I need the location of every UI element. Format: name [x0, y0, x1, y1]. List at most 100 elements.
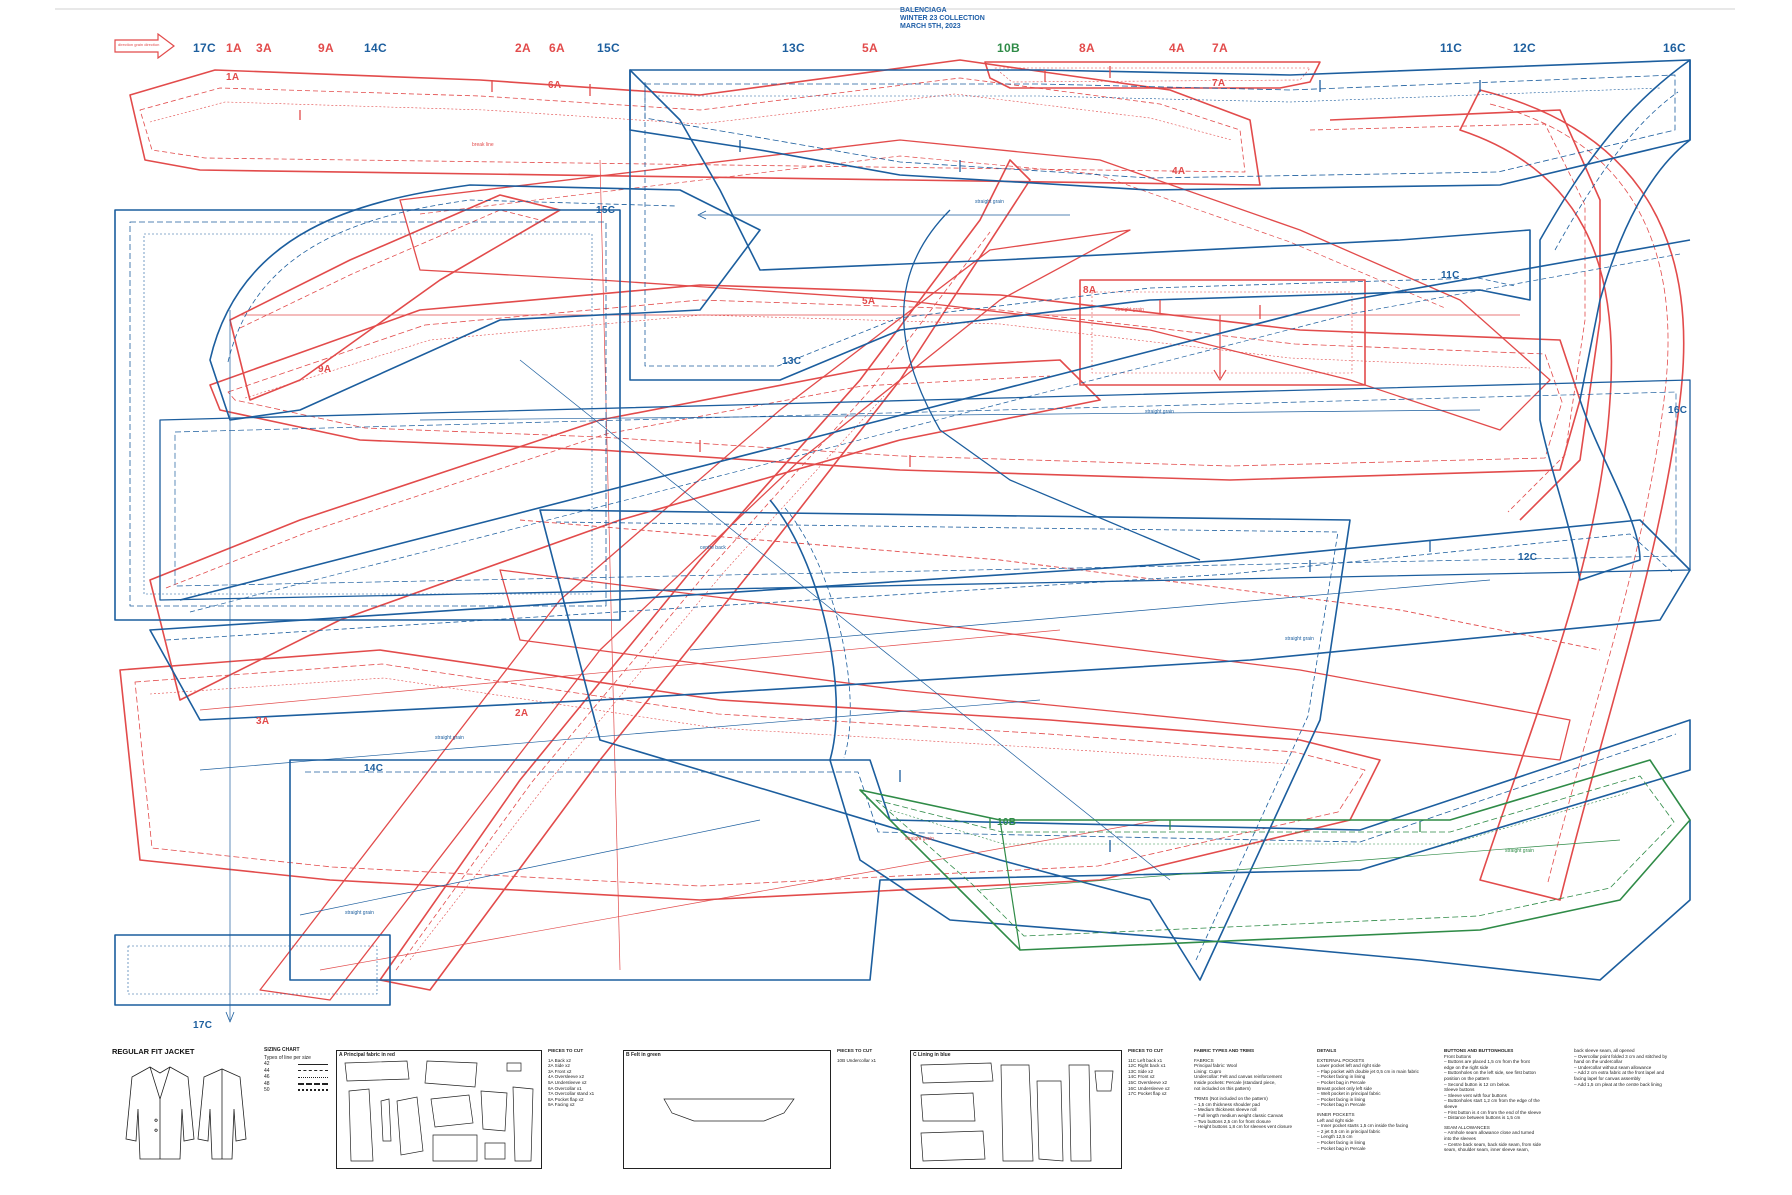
top-label-15c: 15C	[597, 41, 620, 55]
buttons-line: – Buttonholes on the left side, see firs…	[1444, 1070, 1536, 1076]
piece-label-9a: 9A	[318, 364, 332, 375]
pattern-legend: REGULAR FIT JACKET SIZING CHART Types of…	[112, 1045, 1752, 1195]
grain-label: straight grain	[905, 836, 934, 842]
buttons-line: – Second button is 12 cm below.	[1444, 1081, 1511, 1087]
piece-label-15c: 15C	[596, 205, 616, 216]
buttons-and-buttonholes: BUTTONS AND BUTTONHOLES Front buttons – …	[1444, 1048, 1569, 1153]
piece-item: 5A Undersleeve x2	[548, 1079, 587, 1085]
buttons-line: seam, shoulder seam, inner sleeve seam,	[1444, 1147, 1530, 1153]
pieces-to-cut-b: PIECES TO CUT 10B Undercollar x1	[837, 1048, 876, 1063]
buttons-line: edge on the right side	[1444, 1064, 1489, 1070]
fabric-types-heading: FABRIC TYPES AND TRIMS	[1194, 1048, 1255, 1053]
top-label-11c: 11C	[1440, 41, 1463, 55]
details-line: EXTERNAL POCKETS	[1317, 1057, 1365, 1063]
centre-back-label: centre back	[700, 545, 726, 551]
pieces-to-cut-b-heading: PIECES TO CUT	[837, 1048, 873, 1053]
piece-label-12c: 12C	[1518, 552, 1538, 563]
pieces-to-cut-a-heading: PIECES TO CUT	[548, 1048, 584, 1053]
piece-label-16c: 16C	[1668, 405, 1688, 416]
pieces-to-cut-c: PIECES TO CUT 11C Left back x1 12C Right…	[1128, 1048, 1170, 1097]
details-line: Breast pocket only left side	[1317, 1085, 1372, 1091]
piece-label-8a: 8A	[1083, 285, 1097, 296]
size-row: 44	[264, 1068, 328, 1075]
piece-item: 2A Side x2	[548, 1063, 570, 1069]
details-line: – Pocket facing in lining	[1317, 1096, 1366, 1102]
buttons-line: – First button is 4 cm from the end of t…	[1444, 1109, 1542, 1115]
seam-line: – Add 1,5 cm pleat at the centre back li…	[1574, 1081, 1662, 1087]
top-label-7a: 7A	[1212, 41, 1228, 55]
buttons-line: – Buttons are placed 1,5 cm from the fro…	[1444, 1059, 1530, 1065]
fabric-b-pieces-icon	[663, 1098, 795, 1122]
fabric-c-title: C Lining in blue	[913, 1052, 951, 1058]
piece-item: 8A Pocket flap x2	[548, 1096, 584, 1102]
fabric-a-title: A Principal fabric in red	[339, 1052, 395, 1058]
fabric-b-title: B Felt in green	[626, 1052, 661, 1058]
jacket-title: REGULAR FIT JACKET	[112, 1047, 195, 1056]
grain-label: straight grain	[345, 910, 374, 916]
piece-label-10b: 10B	[997, 817, 1017, 828]
fabric-a-pieces-icon	[344, 1060, 534, 1162]
details-line: INNER POCKETS	[1317, 1111, 1355, 1117]
seam-notes: back sleeve seam, all opened – Overcolla…	[1574, 1048, 1694, 1087]
green-pieces	[859, 759, 1691, 951]
size-row: 50	[264, 1087, 328, 1094]
jacket-sketch-icon	[125, 1066, 247, 1160]
grain-label: straight grain	[1505, 848, 1534, 854]
top-label-3a: 3A	[256, 41, 272, 55]
red-notches	[299, 66, 1261, 467]
buttons-line: – Centre back seam, back side seam, from…	[1444, 1141, 1542, 1147]
pieces-to-cut-a: PIECES TO CUT 1A Back x2 2A Side x2 3A F…	[548, 1048, 594, 1108]
fabric-line: – Medium thickness sleeve roll	[1194, 1107, 1257, 1113]
piece-item: 11C Left back x1	[1128, 1057, 1163, 1063]
size-row: 48	[264, 1081, 328, 1088]
fabric-types: FABRIC TYPES AND TRIMS FABRICS Principal…	[1194, 1048, 1304, 1130]
fabric-c-box: C Lining in blue	[910, 1050, 1122, 1169]
pattern-layout	[114, 59, 1691, 1023]
collection-name: WINTER 23 COLLECTION	[900, 15, 985, 22]
piece-item: 12C Right back x1	[1128, 1063, 1166, 1069]
seam-line: facing lapel for canvas assembly	[1574, 1075, 1641, 1081]
piece-label-5a: 5A	[862, 296, 876, 307]
sizing-chart-heading: SIZING CHART	[264, 1047, 300, 1053]
buttons-line: – Buttonholes start 1,2 cm from the edge…	[1444, 1098, 1540, 1104]
piece-item: 1A Back x2	[548, 1057, 571, 1063]
top-label-10b: 10B	[997, 41, 1020, 55]
top-label-12c: 12C	[1513, 41, 1536, 55]
buttons-line: – Distance between buttons is 1,5 cm	[1444, 1115, 1521, 1121]
piece-label-4a: 4A	[1172, 166, 1186, 177]
top-label-9a: 9A	[318, 41, 334, 55]
top-label-13c: 13C	[782, 41, 805, 55]
piece-item: 17C Pocket flap x2	[1128, 1091, 1167, 1097]
piece-item: 3A Front x2	[548, 1068, 572, 1074]
top-label-14c: 14C	[364, 41, 387, 55]
details-heading: DETAILS	[1317, 1048, 1337, 1053]
grain-label: straight grain	[975, 199, 1004, 205]
seam-line: hand on the undercollar	[1574, 1059, 1623, 1065]
fabric-line: TRIMS (Not included on the pattern)	[1194, 1096, 1268, 1102]
arrow-right-icon	[114, 32, 175, 60]
fabric-line: Lining: Cupro	[1194, 1068, 1222, 1074]
details-line: – Pocket facing in lining	[1317, 1074, 1366, 1080]
sizing-chart: SIZING CHART Types of line per size 42 4…	[264, 1047, 328, 1094]
piece-item: 4A Oversleeve x2	[548, 1074, 585, 1080]
buttons-line: into the sleeves	[1444, 1135, 1476, 1141]
size-row: 42	[264, 1061, 328, 1068]
buttons-line: – Sleeve vent with four buttons	[1444, 1092, 1507, 1098]
fabric-line: – Height buttons 1,8 cm for sleeves vent…	[1194, 1124, 1293, 1130]
collection-date: MARCH 5TH, 2023	[900, 23, 961, 30]
grain-label: straight grain	[1145, 409, 1174, 415]
piece-item: 13C Side x2	[1128, 1068, 1154, 1074]
piece-item: 7A Overcollar stand x1	[548, 1091, 595, 1097]
top-label-17c: 17C	[193, 41, 216, 55]
piece-label-1a: 1A	[226, 72, 240, 83]
piece-label-7a: 7A	[1212, 78, 1226, 89]
piece-item: 6A Overcollar x1	[548, 1085, 582, 1091]
details-line: Left and right side	[1317, 1117, 1354, 1123]
buttons-line: Sleeve buttons	[1444, 1087, 1475, 1093]
buttons-line: SEAM ALLOWANCES	[1444, 1124, 1490, 1130]
break-line-label: break line	[472, 142, 494, 148]
top-label-6a: 6A	[549, 41, 565, 55]
green-notches	[989, 818, 1421, 832]
piece-label-6a: 6A	[548, 80, 562, 91]
top-label-8a: 8A	[1079, 41, 1095, 55]
